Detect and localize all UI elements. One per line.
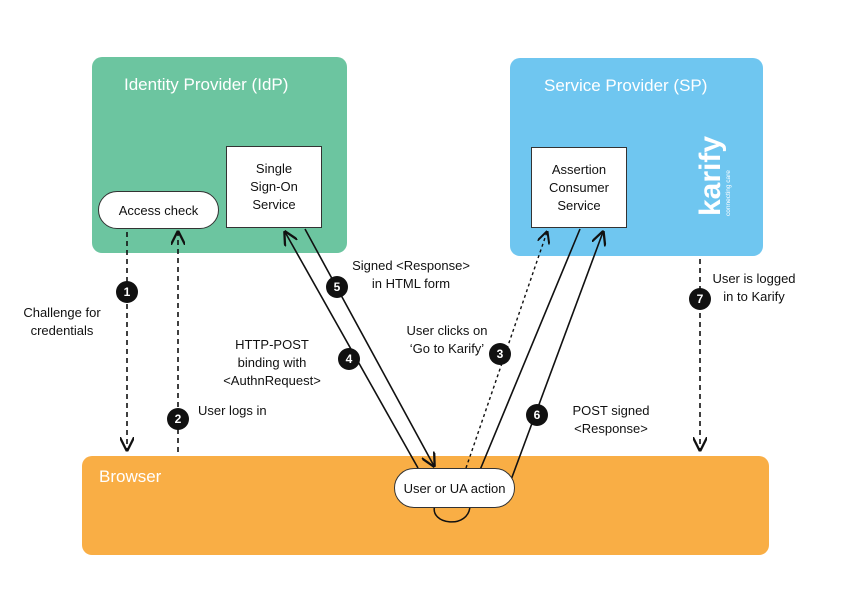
idp-title: Identity Provider (IdP) xyxy=(124,75,289,94)
step-5-badge: 5 xyxy=(326,276,348,298)
step-5-label: Signed <Response> in HTML form xyxy=(352,258,470,291)
karify-logo-text: karify xyxy=(696,136,727,216)
step-7-label: User is logged in to Karify xyxy=(712,271,796,304)
step-2-label: User logs in xyxy=(198,403,267,418)
assertion-consumer-service-box: Assertion Consumer Service xyxy=(531,147,627,228)
step-4-badge: 4 xyxy=(338,348,360,370)
step-2-badge: 2 xyxy=(167,408,189,430)
arrow-step-6-down xyxy=(479,228,581,471)
step-3-label: User clicks on ‘Go to Karify’ xyxy=(406,323,488,356)
step-1-label: Challenge for credentials xyxy=(23,305,101,338)
karify-logo-tagline: connecting care xyxy=(725,170,732,216)
arrow-step-6 xyxy=(507,232,603,489)
karify-logo: karify connecting care xyxy=(696,136,732,216)
step-6-badge: 6 xyxy=(526,404,548,426)
user-ua-action-pill: User or UA action xyxy=(394,468,515,508)
access-check-pill: Access check xyxy=(98,191,219,229)
step-6-label: POST signed <Response> xyxy=(572,403,650,436)
sso-service-box: Single Sign-On Service xyxy=(226,146,322,228)
browser-title: Browser xyxy=(99,467,162,486)
ua-loop xyxy=(433,504,471,523)
arrow-step-5 xyxy=(304,228,434,466)
step-7-badge: 7 xyxy=(689,288,711,310)
sp-title: Service Provider (SP) xyxy=(544,76,708,95)
step-3-badge: 3 xyxy=(489,343,511,365)
step-1-badge: 1 xyxy=(116,281,138,303)
step-4-label: HTTP-POST binding with <AuthnRequest> xyxy=(223,337,321,388)
